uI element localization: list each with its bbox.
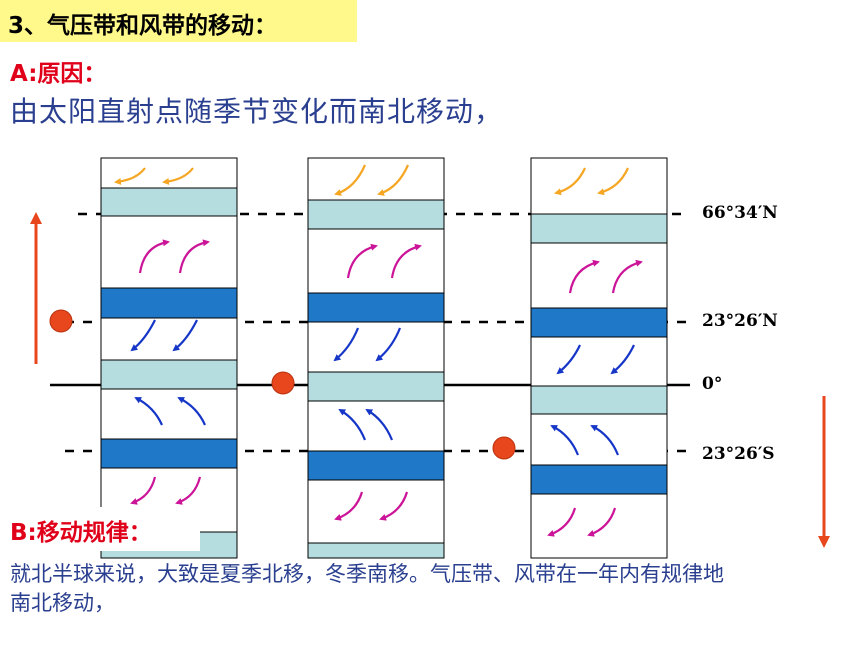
title-box: 3、气压带和风带的移动：	[0, 0, 357, 42]
trade-wind-arrow	[130, 319, 156, 352]
red-dot-icon	[271, 371, 295, 395]
section-b-text: 就北半球来说，大致是夏季北移，冬季南移。气压带、风带在一年内有规律地南北移动，	[10, 562, 724, 615]
westerly-arrow	[178, 239, 210, 274]
polar-easterly-arrow	[377, 164, 410, 196]
polar-easterly-arrow	[597, 167, 630, 196]
subtropical-high-belt-north	[530, 307, 668, 338]
latitude-label-23n: 23°26′N	[702, 311, 778, 331]
latitude-label-23s: 23°26′S	[702, 444, 775, 464]
red-dot-icon	[49, 309, 73, 333]
section-a-label: A:原因：	[10, 61, 107, 87]
trade-wind-arrow	[590, 425, 620, 456]
trade-wind-arrow	[550, 425, 580, 456]
subtropical-high-belt-north	[100, 287, 238, 319]
polar-easterly-arrow	[334, 164, 367, 196]
label-backdrop	[0, 507, 200, 551]
wind-arrows-south	[547, 167, 643, 537]
equatorial-low-belt	[307, 371, 445, 402]
westerly-arrow	[379, 491, 409, 521]
subtropical-high-belt-south	[307, 450, 445, 481]
equatorial-low-belt	[530, 385, 668, 415]
westerly-arrow	[346, 243, 378, 279]
subtropical-high-belt-south	[530, 464, 668, 495]
equatorial-low-belt	[100, 359, 238, 390]
belt-column-equator	[307, 157, 445, 559]
trade-wind-arrow	[134, 397, 164, 426]
trade-wind-arrow	[172, 319, 198, 352]
westerly-arrow	[611, 259, 643, 294]
latitude-label-66n: 66°34′N	[702, 203, 778, 223]
westerly-arrow	[568, 259, 600, 294]
wind-arrows-equator	[333, 164, 422, 521]
red-dot-icon	[492, 436, 516, 460]
column-frame	[100, 157, 238, 559]
polar-easterly-arrow	[554, 167, 587, 196]
belt-column-south	[530, 157, 668, 559]
sub-polar-low-belt	[307, 199, 445, 230]
subtropical-high-belt-north	[307, 292, 445, 323]
westerly-arrow	[334, 491, 364, 521]
trade-wind-arrow	[333, 327, 360, 362]
westerly-arrow	[390, 243, 422, 279]
westerly-arrow	[130, 476, 157, 505]
westerly-arrow	[587, 507, 617, 537]
latitude-label-equator: 0°	[702, 374, 723, 394]
westerly-arrow	[175, 476, 202, 505]
subtropical-high-belt-south	[100, 438, 238, 469]
wind-arrows-north	[114, 167, 210, 505]
sub-polar-low-belt-south	[307, 542, 445, 559]
westerly-arrow	[547, 507, 577, 537]
trade-wind-arrow	[365, 408, 394, 441]
trade-wind-arrow	[338, 408, 367, 441]
westerly-arrow	[138, 239, 170, 274]
sub-polar-low-belt	[530, 213, 668, 244]
belt-column-north	[100, 157, 238, 559]
trade-wind-arrow	[556, 344, 581, 375]
trade-wind-arrow	[610, 344, 635, 375]
section-b-label: B:移动规律：	[10, 520, 152, 546]
section-a-text: 由太阳直射点随季节变化而南北移动，	[10, 95, 504, 128]
sub-polar-low-belt	[100, 187, 238, 217]
page-title: 3、气压带和风带的移动：	[8, 13, 278, 39]
trade-wind-arrow	[375, 327, 402, 362]
polar-easterly-arrow	[114, 167, 146, 185]
trade-wind-arrow	[177, 397, 207, 426]
polar-easterly-arrow	[162, 167, 194, 185]
